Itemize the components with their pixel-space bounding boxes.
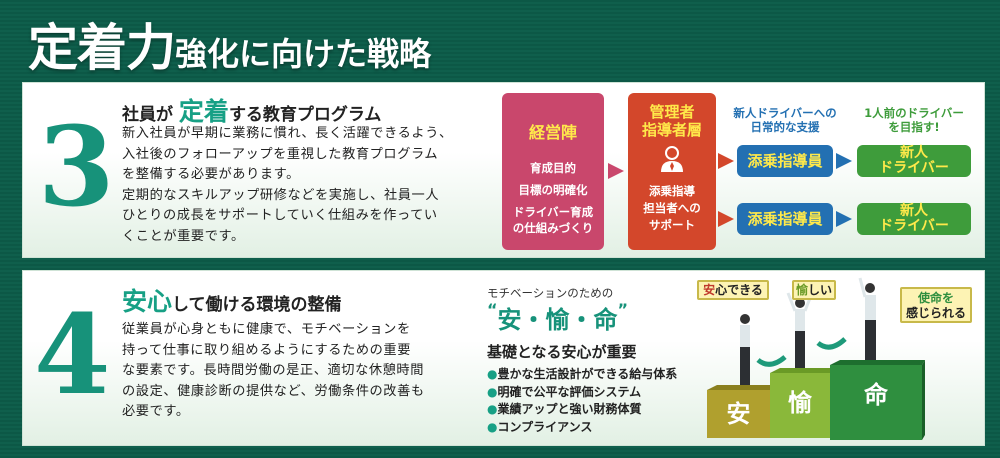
arrow-icon [756, 355, 787, 367]
list-item: ●コンプライアンス [487, 419, 593, 434]
bullet-list: ●豊かな生活設計ができる給与体系 ●明確で公平な評価システム ●業績アップと強い… [487, 366, 677, 436]
page-title: 定着力強化に向けた戦略 [28, 19, 432, 77]
list-item: ●業績アップと強い財務体質 [487, 402, 642, 416]
speech-bubble: 安心できる [697, 280, 769, 300]
arrow-icon [836, 211, 852, 227]
speech-bubble: 愉しい [792, 280, 836, 300]
list-item: ●豊かな生活設計ができる給与体系 [487, 367, 678, 381]
subheading: 基礎となる安心が重要 [487, 343, 637, 361]
section-number: 4 [34, 290, 111, 419]
management-box: 経営陣 育成目的 目標の明確化 ドライバー育成 の仕組みづくり [502, 93, 604, 250]
arrow-icon [816, 337, 847, 350]
new-driver-box: 新人ドライバー [857, 145, 971, 177]
section-body: 従業員が心身ともに健康で、モチベーションを持って仕事に取り組めるようにするための… [122, 322, 425, 419]
goal-caption: 1人前のドライバーを目指す! [864, 106, 964, 134]
person-icon [661, 146, 683, 172]
podium-step: 愉 [770, 373, 830, 438]
motivation-label: モチベーションのための [487, 286, 614, 300]
list-item: ●明確で公平な評価システム [487, 384, 642, 399]
instructor-box: 添乗指導員 [737, 145, 833, 177]
new-driver-box: 新人ドライバー [857, 203, 971, 235]
person-icon [740, 314, 750, 385]
podium-illustration [707, 277, 925, 440]
keywords: “安・愉・命” [487, 300, 629, 334]
podium-step: 安 [707, 390, 770, 438]
person-icon [786, 292, 814, 368]
support-caption: 新人ドライバーへの日常的な支援 [733, 106, 837, 134]
arrow-icon [718, 211, 734, 227]
section-number: 3 [38, 102, 115, 231]
section-heading: 社員が 定着する教育プログラム [122, 97, 382, 126]
podium-step: 命 [830, 365, 922, 440]
person-icon [858, 277, 876, 360]
arrow-icon [718, 153, 734, 169]
instructor-box: 添乗指導員 [737, 203, 833, 235]
arrow-icon [608, 163, 624, 179]
supervisor-box: 管理者指導者層 添乗指導担当者へのサポート [628, 93, 716, 250]
speech-bubble: 使命を感じられる [900, 287, 972, 323]
arrow-icon [836, 153, 852, 169]
section-heading: 安心して働ける環境の整備 [122, 287, 342, 316]
section-body: 新入社員が早期に業務に慣れ、長く活躍できるよう、入社後のフォローアップを重視した… [122, 126, 453, 244]
